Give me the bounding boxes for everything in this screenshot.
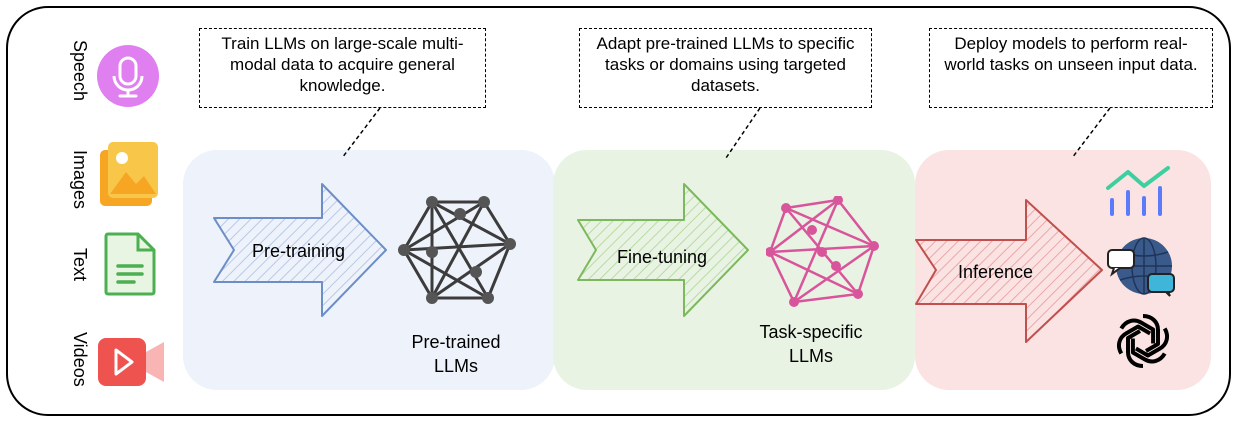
pretrained-network-icon	[398, 196, 516, 304]
pretraining-callout: Train LLMs on large-scale multi-modal da…	[199, 28, 486, 108]
openai-logo-icon	[1116, 314, 1170, 368]
document-icon	[104, 232, 156, 296]
inference-arrow-label: Inference	[958, 262, 1034, 282]
pretraining-arrow	[213, 183, 387, 317]
pretrained-llms-label: Pre-trained LLMs	[411, 332, 501, 376]
finetuning-arrow	[577, 183, 749, 317]
inference-arrow	[915, 199, 1103, 343]
microphone-icon	[96, 44, 160, 108]
video-icon	[96, 334, 168, 390]
task-specific-llms-label: Task-specific LLMs	[759, 322, 863, 366]
task-specific-network-icon	[766, 196, 879, 307]
finetuning-arrow-label: Fine-tuning	[617, 247, 708, 267]
inference-callout: Deploy models to perform real-world task…	[929, 28, 1213, 108]
diagram-frame	[6, 6, 1231, 416]
image-icon	[98, 140, 160, 208]
globe-chat-icon	[1107, 237, 1175, 297]
finetuning-callout: Adapt pre-trained LLMs to specific tasks…	[579, 28, 872, 108]
analytics-chart-icon	[1106, 166, 1170, 216]
pretraining-arrow-label: Pre-training	[252, 241, 346, 261]
